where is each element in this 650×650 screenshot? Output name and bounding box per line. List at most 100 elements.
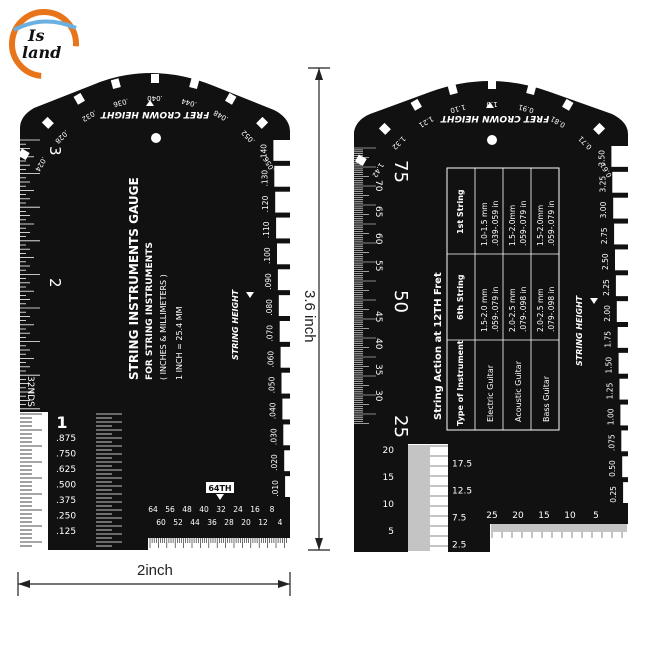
fraction-tick-label: .500 [56, 481, 76, 491]
sixtyfourth-top-label: 16 [250, 505, 260, 514]
bottom-ruler-label: 5 [593, 511, 599, 521]
left-fret-indicator [146, 100, 154, 106]
left-fret-crown-label: FRET CROWN HEIGHT [100, 109, 209, 119]
left-height-step [278, 295, 290, 316]
table-cell-instrument: Electric Guitar [486, 364, 495, 422]
right-bottom-left-tick-lines [408, 445, 448, 551]
table-cell-1st-in: .059-.079 in [519, 200, 528, 246]
right-height-tick-label: 2.25 [602, 279, 611, 296]
sixtyfourth-top-label: 32 [216, 505, 226, 514]
bottom-left-tick-label: 20 [383, 446, 395, 456]
right-bottom-ruler-labels: 25 20 15 10 5 [486, 511, 599, 521]
bottom-left-tick-label: 7.5 [452, 514, 466, 524]
fraction-tick-label: .375 [56, 496, 76, 506]
right-height-step [613, 197, 628, 219]
right-fret-notch [526, 84, 537, 96]
left-fret-notch [41, 116, 54, 129]
bottom-ruler-label: 25 [486, 511, 497, 521]
table-row-electric: Electric Guitar 1.5-2.0 mm .059-.079 in … [480, 200, 500, 422]
bottom-left-tick-label: 5 [388, 527, 394, 537]
right-height-tick-label: 3.50 [597, 150, 606, 167]
left-gauge-body [20, 73, 290, 550]
right-mm-ruler [354, 147, 376, 424]
bottom-ruler-label: 20 [512, 511, 524, 521]
table-cell-6th-in: .059-.079 in [491, 286, 500, 332]
logo-text-top: Is [27, 26, 45, 45]
right-string-height-label: STRING HEIGHT [575, 295, 584, 366]
left-title-block: STRING INSTRUMENTS GAUGE FOR STRING INST… [127, 177, 184, 380]
left-height-step [283, 424, 290, 446]
bottom-ruler-label: 15 [538, 511, 549, 521]
sixtyfourth-top-label: 40 [199, 505, 209, 514]
table-cell-6th-mm: 1.5-2.0 mm [480, 288, 489, 332]
fraction-tick-label: .875 [56, 434, 76, 444]
right-hanging-hole [487, 135, 497, 145]
table-cell-instrument: Bass Guitar [542, 375, 551, 422]
right-string-height-arrow [590, 298, 598, 304]
right-height-step [616, 301, 628, 322]
left-fret-notch [225, 92, 237, 105]
left-64th-label: 64TH [208, 484, 231, 493]
bottom-left-tick-label: 17.5 [452, 460, 472, 470]
left-fret-notch [256, 116, 269, 129]
table-cell-6th-mm: 2.0-2.5 mm [536, 288, 545, 332]
fraction-tick-label: .625 [56, 465, 76, 475]
right-height-step [615, 249, 628, 271]
mm-small-label: 45 [373, 311, 383, 322]
right-height-steps [611, 146, 628, 503]
left-height-steps [273, 140, 290, 497]
sixtyfourth-bottom-label: 52 [173, 518, 183, 527]
mm-small-label: 65 [373, 206, 383, 217]
right-height-step [620, 404, 628, 426]
left-height-step [277, 269, 290, 291]
right-height-tick-label: 2.50 [601, 253, 610, 270]
sixtyfourth-top-label: 8 [270, 505, 275, 514]
fraction-tick-label: .250 [56, 512, 76, 522]
left-height-tick-label: .050 [268, 376, 277, 393]
left-height-step [284, 450, 290, 472]
right-height-tick-labels: 3.503.253.002.752.502.252.001.751.501.25… [597, 150, 618, 503]
left-height-step [282, 398, 290, 420]
table-cell-6th-in: .079-.098 in [547, 286, 556, 332]
bottom-left-tick-label: 15 [383, 473, 394, 483]
right-fret-tick-label: 1.0 [486, 100, 497, 108]
bottom-ruler-label: 10 [564, 511, 576, 521]
left-height-tick-label: .060 [267, 351, 276, 368]
left-height-tick-label: .020 [270, 454, 279, 471]
table-cell-1st-in: .039-.059 in [491, 200, 500, 246]
right-bottom-ruler [490, 524, 628, 552]
right-fret-notch [410, 98, 422, 111]
mm-small-label: 35 [373, 364, 383, 375]
right-height-tick-label: 1.00 [606, 408, 615, 425]
right-mm-25: 25 [390, 415, 411, 438]
bottom-left-tick-label: 2.5 [452, 541, 466, 551]
sixtyfourth-bottom-label: 28 [224, 518, 234, 527]
right-height-step [622, 456, 628, 478]
sixtyfourth-bottom-label: 44 [190, 518, 200, 527]
table-header-6th: 6th String [456, 274, 465, 320]
right-height-tick-label: .075 [607, 434, 616, 451]
right-fret-tick-label: 1.10 [449, 103, 466, 115]
right-height-step [619, 378, 628, 400]
table-row-acoustic: Acoustic Guitar 2.0-2.5 mm .079-.098 in … [508, 200, 528, 422]
right-height-step [617, 327, 628, 348]
left-height-tick-label: .110 [262, 221, 271, 238]
left-fret-tick-label: .036 [112, 97, 130, 109]
right-fret-notch [378, 122, 391, 135]
left-fret-tick-label: .040 [147, 94, 163, 102]
right-height-step [623, 482, 628, 503]
left-height-step [274, 165, 290, 187]
mm-small-label: 55 [373, 260, 383, 271]
left-fraction-tick-lines [20, 413, 122, 547]
left-height-tick-label: .100 [263, 247, 272, 264]
left-height-tick-label: .030 [269, 428, 278, 445]
sixtyfourth-bottom-label: 60 [156, 518, 166, 527]
right-height-step [611, 146, 628, 167]
table-cell-instrument: Acoustic Guitar [514, 360, 523, 422]
right-height-step [612, 171, 628, 193]
left-fret-notch [151, 74, 159, 83]
table-header-instrument: Type of Instrument [456, 340, 465, 426]
left-gauge-title: STRING INSTRUMENTS GAUGE [127, 177, 141, 380]
